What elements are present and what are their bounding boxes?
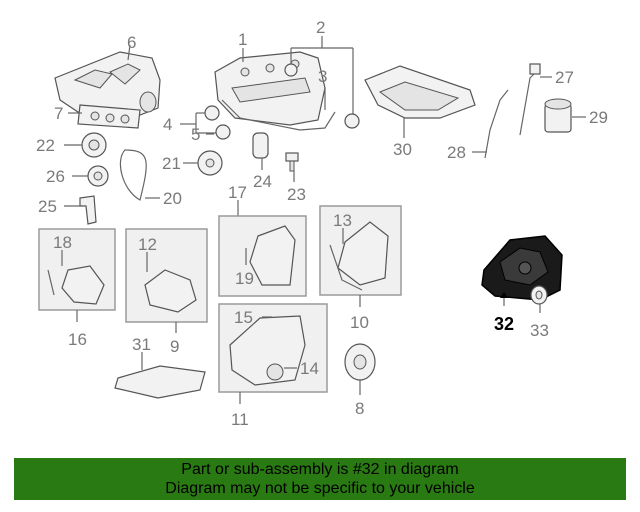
callout-11[interactable]: 11 — [231, 410, 249, 429]
part-6-intake-manifold[interactable] — [54, 51, 161, 116]
callout-7[interactable]: 7 — [54, 104, 63, 123]
callout-13[interactable]: 13 — [333, 211, 352, 230]
callout-21[interactable]: 21 — [162, 154, 181, 173]
callout-31[interactable]: 31 — [132, 335, 151, 354]
callout-28[interactable]: 28 — [447, 143, 466, 162]
callout-22[interactable]: 22 — [36, 136, 55, 155]
part-21-crankshaft-pulley[interactable] — [197, 150, 223, 176]
banner-line-1: Part or sub-assembly is #32 in diagram — [181, 461, 459, 478]
callout-19[interactable]: 19 — [235, 269, 254, 288]
part-20-timing-belt[interactable] — [119, 149, 147, 201]
callout-30[interactable]: 30 — [393, 140, 412, 159]
callout-27[interactable]: 27 — [555, 68, 574, 87]
part-24-bushing[interactable] — [252, 132, 269, 159]
callout-33[interactable]: 33 — [530, 321, 549, 340]
callout-8[interactable]: 8 — [355, 399, 364, 418]
part-29-oil-filter[interactable] — [544, 98, 572, 133]
part-3-valve-cover-gasket[interactable] — [221, 99, 336, 131]
callout-25[interactable]: 25 — [38, 197, 57, 216]
callout-14[interactable]: 14 — [300, 359, 319, 378]
callout-16[interactable]: 16 — [68, 330, 87, 349]
callout-3[interactable]: 3 — [318, 67, 327, 86]
part-27-dipstick[interactable] — [519, 63, 541, 136]
banner-line-2: Diagram may not be specific to your vehi… — [165, 480, 475, 497]
info-banner: Part or sub-assembly is #32 in diagram D… — [14, 458, 626, 500]
callout-12[interactable]: 12 — [138, 235, 157, 254]
callout-1[interactable]: 1 — [238, 30, 247, 49]
callout-4[interactable]: 4 — [163, 115, 172, 134]
part-23-bolt[interactable] — [285, 152, 299, 172]
part-25-bracket[interactable] — [79, 195, 97, 225]
part-22-tensioner[interactable] — [81, 132, 107, 158]
part-19-timing-cover-upper[interactable] — [249, 225, 296, 286]
part-2-seal-a[interactable] — [284, 63, 298, 77]
callout-24[interactable]: 24 — [253, 172, 272, 191]
callout-9[interactable]: 9 — [170, 337, 179, 356]
callout-6[interactable]: 6 — [127, 33, 136, 52]
callout-32[interactable]: 32 — [494, 314, 514, 334]
callout-23[interactable]: 23 — [287, 185, 306, 204]
part-13-timing-cover[interactable] — [329, 221, 389, 291]
part-8-crank-pulley[interactable] — [344, 343, 376, 381]
part-7-gasket[interactable] — [77, 104, 141, 129]
part-5-seal[interactable] — [215, 124, 231, 140]
part-33-seal[interactable] — [530, 285, 548, 305]
part-12-timing-cover-middle[interactable] — [144, 269, 197, 313]
part-30-oil-pan[interactable] — [364, 65, 476, 119]
exploded-parts-diagram: 6 7 1 2 3 4 5 30 27 — [36, 18, 608, 429]
part-32-highlighted-part[interactable] — [481, 235, 563, 301]
callout-18[interactable]: 18 — [53, 233, 72, 252]
part-2-seal-b[interactable] — [344, 113, 360, 129]
callout-26[interactable]: 26 — [46, 167, 65, 186]
part-31-plate[interactable] — [114, 365, 206, 399]
leader-6 — [127, 44, 131, 61]
callout-17[interactable]: 17 — [228, 183, 247, 202]
part-4-seal[interactable] — [204, 105, 220, 121]
callout-15[interactable]: 15 — [234, 308, 253, 327]
leader-32-arrow — [500, 292, 508, 298]
callout-29[interactable]: 29 — [589, 108, 608, 127]
part-1-valve-cover[interactable] — [214, 51, 326, 126]
callout-5[interactable]: 5 — [191, 125, 200, 144]
part-26-idler-pulley[interactable] — [87, 165, 109, 187]
part-18-timing-cover-lower[interactable] — [47, 265, 105, 305]
callout-10[interactable]: 10 — [350, 313, 369, 332]
part-28-dipstick-tube[interactable] — [484, 89, 509, 159]
callout-2[interactable]: 2 — [316, 18, 325, 37]
callout-20[interactable]: 20 — [163, 189, 182, 208]
